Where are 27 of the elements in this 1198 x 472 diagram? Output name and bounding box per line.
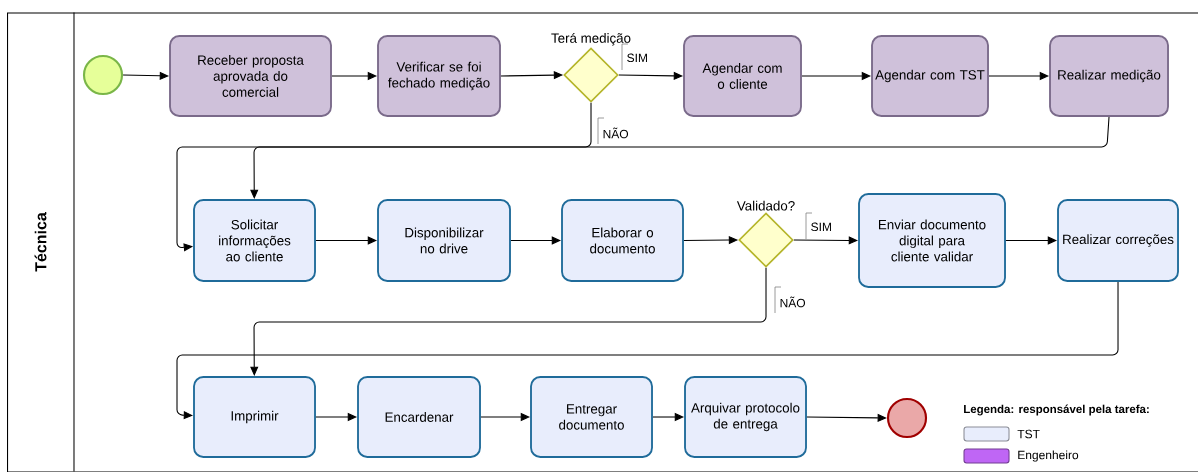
legend-text: TST [1017,429,1040,439]
task-box: Receber proposta aprovada do comercial [169,35,332,117]
legend-title: Legenda: responsável pela tarefa: [964,404,1149,416]
event-circle [886,397,928,439]
node-label: Terá medição [551,32,631,46]
arrow [176,281,1119,420]
task-box: Solicitar informações ao cliente [193,199,316,282]
task-box: Imprimir [193,376,316,458]
task-box: Entregar documento [530,376,653,458]
task-box: Realizar correções [1057,199,1179,282]
task-box: Verificar se foi fechado medição [377,35,501,117]
arrow [176,102,592,252]
task-box: Encardenar [357,376,481,458]
task-box: Elaborar o documento [561,199,684,282]
edge-label: SIM [621,43,647,71]
edge-label: NÃO [774,286,806,314]
legend-text: Engenheiro [1018,450,1079,462]
node-label: Validado? [736,200,795,211]
task-box: Agendar com TST [871,35,989,117]
task-box: Realizar medição [1049,35,1169,117]
task-box: Disponibilizar no drive [377,199,511,282]
edge-label: SIM [805,212,831,240]
task-box: Enviar documento digital para cliente validar [858,193,1006,288]
event-circle [82,54,124,96]
task-box: Arquivar protocolo de entrega [684,376,807,458]
task-box: Agendar com o cliente [683,35,802,117]
edge-label: NÃO [597,117,629,145]
